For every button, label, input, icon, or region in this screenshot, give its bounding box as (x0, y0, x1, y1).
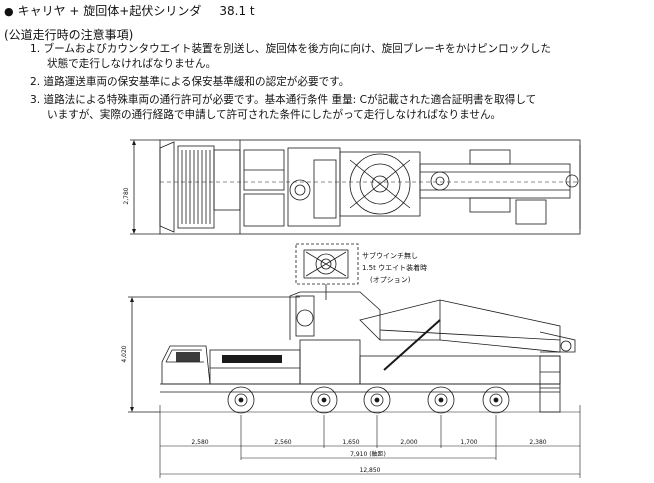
wheels (227, 386, 510, 414)
wheelbase-label: 7,910 (軸距) (350, 450, 386, 458)
callout-line-2: 1.5t ウエイト装着時 (362, 263, 427, 272)
option-callout (295, 243, 359, 300)
note-1-line-1: 1. ブームおよびカウンタウエイト装置を別送し、旋回体を後方向に向け、旋回ブレー… (30, 43, 552, 55)
dim-segment-1: 2,580 (191, 439, 208, 446)
top-view (130, 139, 581, 235)
note-3-line-1: 3. 道路法による特殊車両の通行許可が必要です。基本通行条件 重量: Cが記載さ… (30, 94, 537, 106)
dim-segment-2: 2,560 (274, 439, 291, 446)
callout-line-1: サブウインチ無し (362, 251, 418, 260)
section-title: (公道走行時の注意事項) (4, 28, 134, 42)
bullet-icon: ● (4, 5, 14, 18)
dim-segment-4: 2,000 (400, 439, 417, 446)
weight-value: 38.1 t (219, 4, 255, 18)
title-text: キャリヤ + 旋回体+起伏シリンダ (17, 4, 202, 18)
dim-segment-3: 1,650 (342, 439, 359, 446)
note-1-line-2: 状態で走行しなければなりません。 (47, 58, 217, 70)
dim-segment-5: 1,700 (460, 439, 477, 446)
dimension-lines (159, 405, 581, 478)
page-title: ●キャリヤ + 旋回体+起伏シリンダ 38.1 t (4, 2, 255, 19)
overall-length-label: 12,850 (360, 467, 381, 474)
callout-line-3: (オプション) (370, 276, 411, 284)
dim-segment-6: 2,380 (529, 439, 546, 446)
note-3-line-2: いますが、実際の通行経路で申請して許可された条件にしたがって走行しなければなりま… (47, 109, 502, 121)
height-label: 4,020 (121, 345, 128, 362)
note-2: 2. 道路運送車両の保安基準による保安基準緩和の認定が必要です。 (30, 76, 350, 88)
top-width-label: 2,780 (123, 187, 130, 204)
